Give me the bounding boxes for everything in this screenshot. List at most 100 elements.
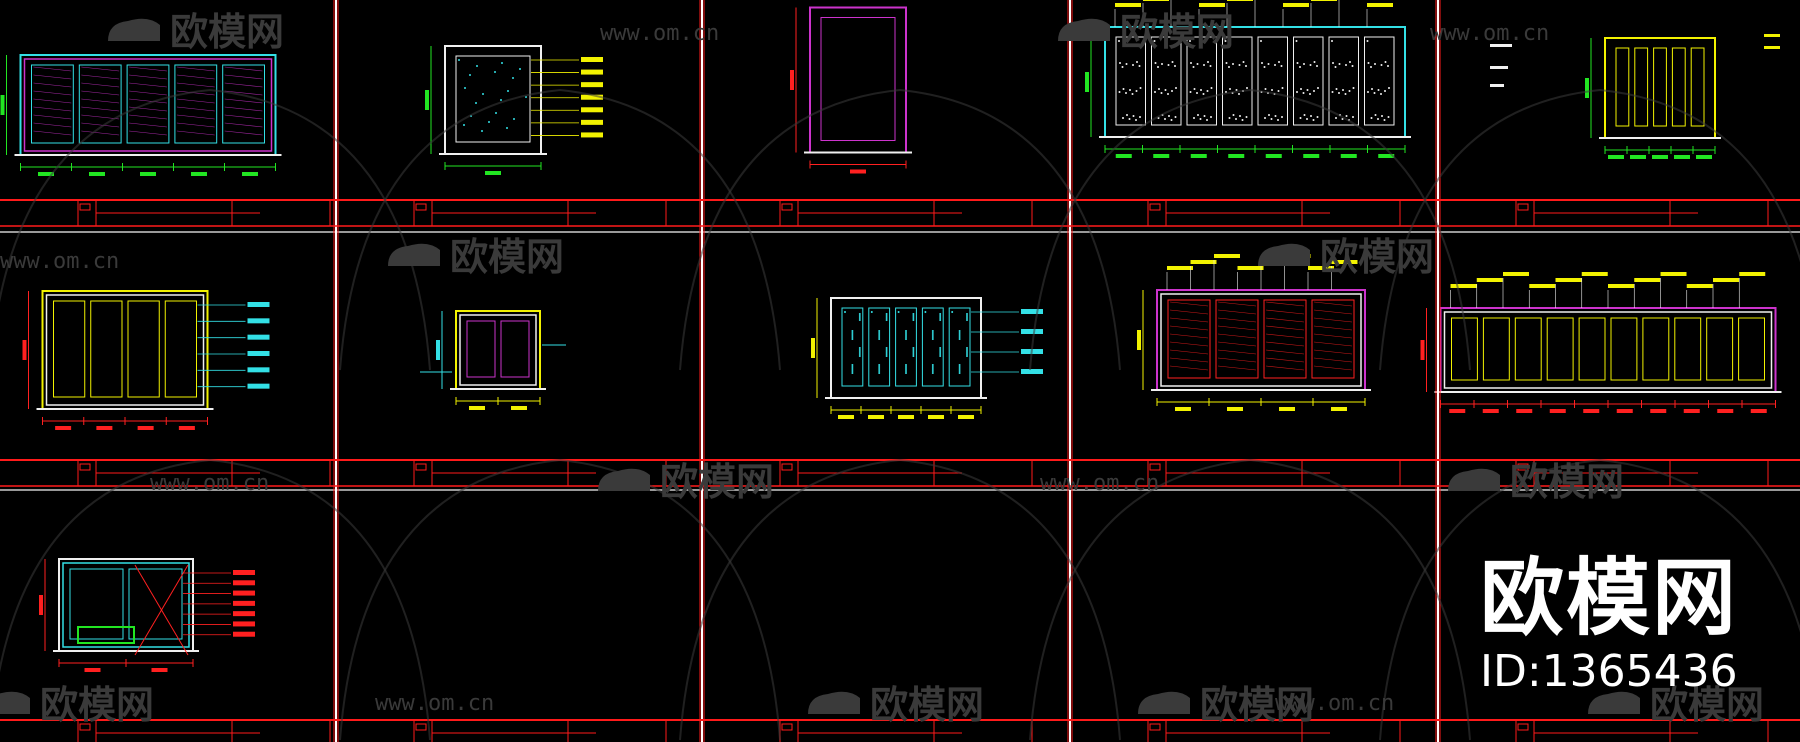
elevation-drawing xyxy=(0,54,282,176)
texture-dot xyxy=(1190,62,1192,64)
dimension-label xyxy=(1717,409,1734,413)
dimension-label xyxy=(137,426,154,430)
hatch xyxy=(81,98,120,104)
texture-dot xyxy=(1302,92,1305,94)
texture-dot xyxy=(506,127,508,129)
watermark-url: www.om.cn xyxy=(375,691,494,716)
inner-frame xyxy=(23,58,273,152)
texture-dot xyxy=(905,330,907,332)
texture-dot xyxy=(905,364,907,366)
texture-dot xyxy=(1228,66,1230,68)
hatch xyxy=(129,74,167,80)
annotation-label xyxy=(1529,284,1556,288)
annotation-label xyxy=(1713,278,1739,282)
texture-dot xyxy=(966,351,968,353)
texture-dot xyxy=(1121,66,1124,68)
texture-dot xyxy=(1174,116,1177,118)
dimension-label xyxy=(89,172,105,176)
texture-dot xyxy=(1349,61,1351,63)
hatch xyxy=(1313,309,1353,315)
hatch xyxy=(33,66,72,72)
hatch xyxy=(129,122,167,128)
texture-dot xyxy=(1203,115,1206,117)
panel xyxy=(455,55,531,143)
panel xyxy=(1222,36,1253,126)
hatch xyxy=(176,114,215,120)
title-block-mark xyxy=(781,723,793,731)
annotation-label xyxy=(1331,260,1358,264)
texture-dot xyxy=(858,347,861,349)
hatch xyxy=(1265,333,1305,339)
dimension-label xyxy=(850,169,866,174)
texture-dot xyxy=(1380,93,1382,95)
texture-dot xyxy=(931,336,934,338)
hatch xyxy=(224,114,263,120)
texture-dot xyxy=(939,355,942,357)
texture-dot xyxy=(1139,116,1141,118)
panel xyxy=(31,64,74,144)
annotation-label xyxy=(1581,272,1608,276)
title-block-mark xyxy=(1149,723,1161,731)
texture-dot xyxy=(1235,89,1238,91)
texture-dot xyxy=(1139,87,1142,89)
dimension-label xyxy=(485,171,501,175)
texture-dot xyxy=(475,102,477,104)
dimension-label xyxy=(1449,409,1466,413)
texture-dot xyxy=(464,87,466,89)
title-block-mark xyxy=(1149,203,1161,211)
dimension-label xyxy=(1303,154,1320,158)
annotation-label xyxy=(233,631,255,637)
dimension-label xyxy=(1652,155,1668,159)
texture-dot xyxy=(878,334,881,336)
hatch xyxy=(33,98,72,104)
hatch xyxy=(129,66,167,72)
texture-dot xyxy=(931,364,934,366)
texture-dot xyxy=(1367,62,1370,64)
texture-dot xyxy=(878,370,881,372)
texture-dot xyxy=(1271,89,1273,91)
hatch xyxy=(33,106,72,112)
hatch xyxy=(33,130,72,136)
annotation-label xyxy=(247,351,270,356)
texture-dot xyxy=(1388,87,1390,89)
dimension-label xyxy=(1549,409,1566,413)
annotation-label xyxy=(1237,266,1264,270)
texture-dot xyxy=(1387,116,1390,118)
elevation-drawing xyxy=(425,45,603,175)
hatch xyxy=(33,82,72,88)
watermark-url: www.om.cn xyxy=(150,471,269,496)
texture-dot xyxy=(1278,61,1280,63)
dimension-label xyxy=(1265,154,1282,158)
texture-dot xyxy=(1377,89,1380,91)
hatch xyxy=(1217,309,1257,315)
annotation-label xyxy=(1143,0,1169,1)
annotation-label xyxy=(581,69,603,75)
texture-dot xyxy=(519,68,521,70)
texture-dot xyxy=(507,90,509,92)
texture-dot xyxy=(966,349,968,351)
texture-dot xyxy=(858,319,861,321)
texture-dot xyxy=(1200,89,1202,91)
texture-dot xyxy=(1125,63,1128,65)
hatch xyxy=(1217,301,1257,307)
dimension-label xyxy=(39,595,43,615)
hatch xyxy=(1265,317,1305,323)
texture-dot xyxy=(1161,63,1163,65)
brand-name: 欧模网 xyxy=(1479,549,1738,647)
texture-dot xyxy=(513,118,515,120)
watermark-logo-icon xyxy=(388,243,440,266)
texture-dot xyxy=(958,368,961,370)
texture-dot xyxy=(1380,64,1383,66)
watermark-logo-icon xyxy=(808,691,860,714)
texture-dot xyxy=(905,334,907,336)
watermark-brand: 欧模网 xyxy=(170,10,284,54)
panel xyxy=(500,320,530,378)
dimension-label xyxy=(811,338,815,358)
hatch xyxy=(1265,301,1305,307)
hatch xyxy=(176,82,215,88)
hatch xyxy=(33,90,72,96)
dimension-label xyxy=(1630,155,1646,159)
hatch xyxy=(224,74,263,80)
panel xyxy=(1186,36,1217,126)
texture-dot xyxy=(1345,64,1347,66)
